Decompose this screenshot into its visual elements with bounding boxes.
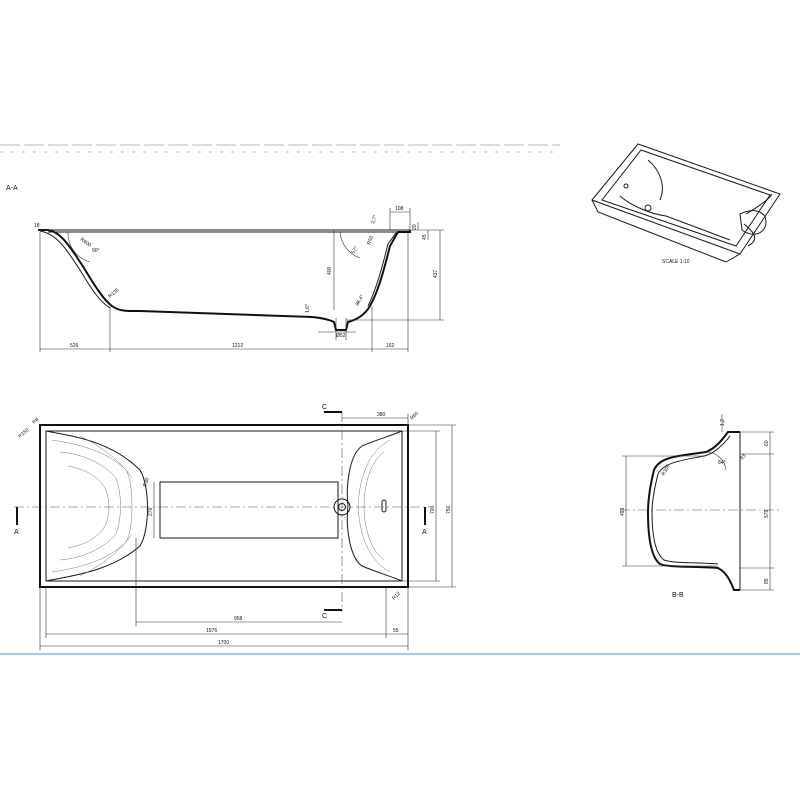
iso-headrest <box>739 210 767 235</box>
dim-angle-86: 86,4° <box>355 294 366 307</box>
angle-arc-right <box>339 231 361 259</box>
plan-section-c-top: C <box>322 404 327 411</box>
dim-r30: R30 <box>142 477 151 488</box>
dim-162: 162 <box>386 343 395 349</box>
plan-headrest-inner-2 <box>363 451 385 561</box>
dim-r8: R8 <box>31 417 40 426</box>
dim-r600: R600 <box>79 237 92 249</box>
dim-108: 108 <box>395 206 404 212</box>
section-aa-view: A-A 526 1212 162 437 400 108 20 <box>6 185 444 352</box>
iso-overflow-icon <box>623 183 629 189</box>
dim-r135: R135 <box>107 287 120 299</box>
plan-contour-1 <box>51 439 133 573</box>
iso-inner-rim <box>601 149 771 247</box>
iso-inner-contour-2 <box>647 159 663 201</box>
dim-r18: 18 <box>34 223 40 229</box>
dim-493: 493 <box>620 507 626 516</box>
dim-700: 700 <box>430 505 436 514</box>
dim-angle-16: 1,6° <box>305 304 311 313</box>
dim-20: 20 <box>412 224 418 230</box>
plan-section-a-left: A <box>14 529 19 536</box>
dim-750: 750 <box>446 505 452 514</box>
dim-1212: 1212 <box>232 343 243 349</box>
dim-579: 579 <box>764 509 770 518</box>
isometric-view: SCALE 1:10 <box>591 143 781 265</box>
dim-r12: R12 <box>391 591 402 602</box>
plan-headrest-right <box>346 430 403 582</box>
plan-floor-rect <box>159 481 339 539</box>
plan-inner-rect <box>45 430 403 582</box>
section-bb-view: 493 60 579 85 1,2 83 84° R300 B-B <box>620 414 780 599</box>
plan-overflow-icon <box>381 499 387 513</box>
dim-angle-90: 90° <box>92 248 100 254</box>
dim-r150: R150 <box>17 427 30 439</box>
dim-1576: 1576 <box>206 628 217 634</box>
dim-526: 526 <box>70 343 79 349</box>
dim-437: 437 <box>433 269 439 278</box>
section-aa-inner-right <box>367 232 397 307</box>
dim-380: 380 <box>377 412 386 418</box>
dim-r50: R50 <box>366 235 375 246</box>
dim-r300: R300 <box>661 463 672 477</box>
iso-scale-label: SCALE 1:10 <box>662 259 690 265</box>
plan-section-a-right: A <box>422 529 427 536</box>
dim-12: 1,2 <box>720 419 726 426</box>
plan-outer-rect <box>39 424 409 588</box>
dim-r60: R60 <box>409 411 420 422</box>
section-aa-profile <box>38 229 411 331</box>
plan-view: A A C C 380 R8 R150 R30 R60 R12 276 700 … <box>14 404 456 650</box>
plan-headrest-inner <box>357 439 391 573</box>
dim-958: 958 <box>234 616 243 622</box>
angle-arc-left <box>67 231 91 263</box>
dim-angle-84: 84° <box>718 460 726 466</box>
plan-contour-2 <box>59 451 121 561</box>
angle-arc-bb <box>705 451 727 471</box>
dim-276: 276 <box>148 507 154 516</box>
dim-phi52: Ø52 <box>336 333 346 339</box>
iso-inner-contour-1 <box>619 195 731 241</box>
section-bb-label: B-B <box>672 592 684 599</box>
dim-400: 400 <box>327 266 333 275</box>
section-bb-inner <box>651 435 731 565</box>
dim-83: 83 <box>739 453 747 461</box>
dim-45: 45 <box>422 234 428 240</box>
iso-drain-icon <box>644 204 652 212</box>
iso-body <box>591 199 741 263</box>
plan-contour-4 <box>79 435 133 577</box>
dim-1700: 1700 <box>218 640 229 646</box>
plan-section-c-bottom: C <box>322 613 327 620</box>
iso-inner-contour-3 <box>743 193 773 247</box>
dim-55: 55 <box>393 628 399 634</box>
dim-angle-57: 57° <box>351 245 360 255</box>
dim-angle-27: 2,7° <box>370 214 379 224</box>
section-aa-inner <box>39 230 111 309</box>
dim-60: 60 <box>764 440 770 446</box>
iso-outer-rim <box>591 143 781 255</box>
plan-backrest-left <box>45 430 148 582</box>
section-aa-label: A-A <box>6 185 18 192</box>
dim-85: 85 <box>764 578 770 584</box>
